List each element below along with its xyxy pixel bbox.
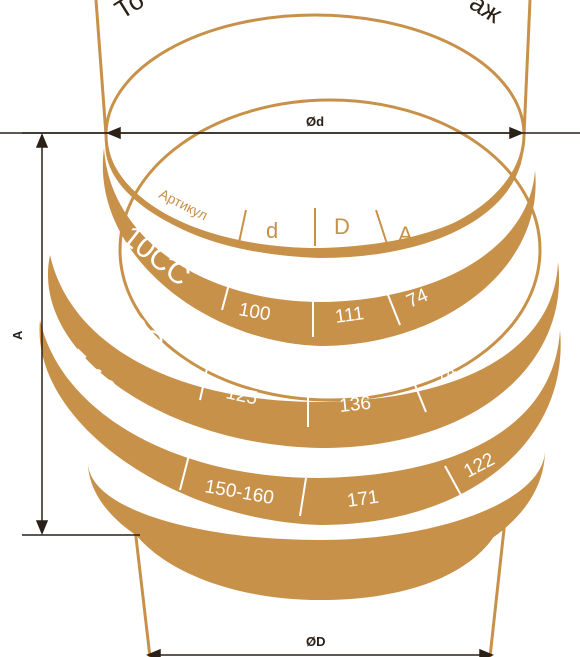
outer-diameter-label: ØD: [306, 634, 326, 649]
top-caption-left: То: [109, 0, 149, 25]
bottom-pipe-left-line: [132, 519, 152, 657]
top-pipe-outline: [94, 0, 532, 136]
ring-bottom: [88, 450, 545, 585]
top-pipe-left-line: [94, 0, 108, 136]
row-2-D: 136: [338, 393, 372, 417]
ring-3: [39, 320, 561, 525]
header-separators: [237, 208, 389, 248]
row-1-article: 10CC: [116, 220, 197, 293]
inner-opening: [118, 98, 542, 402]
height-label: A: [10, 330, 25, 340]
header-d: d: [266, 218, 278, 243]
dimension-height: [22, 132, 140, 536]
row-1-D: 111: [334, 303, 366, 328]
ring-1: [102, 148, 536, 346]
header-A: A: [398, 222, 413, 247]
row-1-separators: [221, 272, 401, 337]
bottom-pipe-outline: [132, 519, 507, 657]
row-3-D: 171: [346, 487, 380, 512]
row-3-separators: [179, 454, 463, 517]
ring-2: [47, 255, 560, 448]
top-caption-right: аж: [465, 0, 508, 29]
ring-bottom-lower: [120, 505, 505, 600]
bottom-pipe-right-line: [488, 519, 507, 657]
header-D: D: [334, 214, 350, 239]
top-pipe-right-line: [522, 0, 532, 136]
dimension-outer-diameter: [146, 648, 494, 657]
top-opening: [104, 13, 526, 257]
inner-diameter-label: Ød: [306, 114, 324, 129]
row-2-separators: [199, 363, 427, 427]
